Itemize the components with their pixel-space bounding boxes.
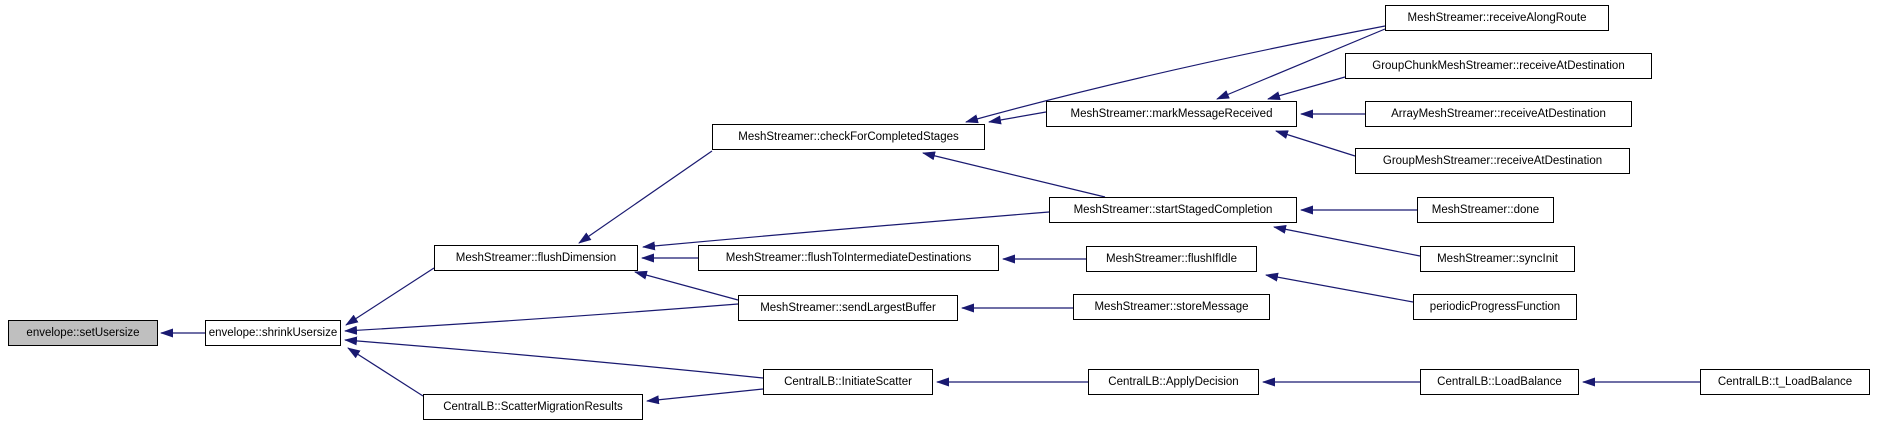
graph-node-syncInit[interactable]: MeshStreamer::syncInit xyxy=(1420,246,1575,272)
edge-scatterMigrationResults-shrinkUsersize xyxy=(347,347,424,397)
edge-startStagedCompletion-flushDimension xyxy=(642,211,1050,251)
edge-receiveAlongRoute-markMessageReceived xyxy=(1216,28,1386,100)
graph-node-flushToIntermediateDest[interactable]: MeshStreamer::flushToIntermediateDestina… xyxy=(698,245,999,271)
graph-node-flushIfIdle[interactable]: MeshStreamer::flushIfIdle xyxy=(1086,246,1257,272)
graph-node-tLoadBalance[interactable]: CentralLB::t_LoadBalance xyxy=(1700,369,1870,395)
graph-node-scatterMigrationResults[interactable]: CentralLB::ScatterMigrationResults xyxy=(423,394,643,420)
graph-node-arrayReceiveAtDest[interactable]: ArrayMeshStreamer::receiveAtDestination xyxy=(1365,101,1632,127)
edge-markMessageReceived-checkForCompletedStages xyxy=(988,111,1047,125)
graph-node-sendLargestBuffer[interactable]: MeshStreamer::sendLargestBuffer xyxy=(738,295,958,321)
edge-flushDimension-shrinkUsersize xyxy=(345,267,435,326)
edge-sendLargestBuffer-shrinkUsersize xyxy=(344,303,739,335)
graph-node-storeMessage[interactable]: MeshStreamer::storeMessage xyxy=(1073,294,1270,320)
edge-initiateScatter-shrinkUsersize xyxy=(344,336,764,379)
edge-receiveAlongRoute-checkForCompletedStages xyxy=(965,25,1386,124)
graph-node-groupChunkReceiveAtDest[interactable]: GroupChunkMeshStreamer::receiveAtDestina… xyxy=(1345,53,1652,79)
edge-sendLargestBuffer-flushDimension xyxy=(634,270,739,301)
edge-startStagedCompletion-checkForCompletedStages xyxy=(922,151,1106,198)
edge-checkForCompletedStages-flushDimension xyxy=(578,150,713,244)
graph-node-checkForCompletedStages[interactable]: MeshStreamer::checkForCompletedStages xyxy=(712,124,985,150)
edge-periodicProgressFunction-flushIfIdle xyxy=(1265,272,1414,303)
edge-groupChunkReceiveAtDest-markMessageReceived xyxy=(1267,76,1346,101)
graph-node-periodicProgressFunction[interactable]: periodicProgressFunction xyxy=(1413,294,1577,320)
graph-node-flushDimension[interactable]: MeshStreamer::flushDimension xyxy=(434,245,638,271)
graph-node-setUsersize: envelope::setUsersize xyxy=(8,320,158,346)
edge-syncInit-startStagedCompletion xyxy=(1273,224,1421,257)
graph-node-groupReceiveAtDest[interactable]: GroupMeshStreamer::receiveAtDestination xyxy=(1355,148,1630,174)
graph-node-applyDecision[interactable]: CentralLB::ApplyDecision xyxy=(1088,369,1259,395)
edge-groupReceiveAtDest-markMessageReceived xyxy=(1275,130,1356,157)
graph-node-shrinkUsersize[interactable]: envelope::shrinkUsersize xyxy=(205,320,341,346)
graph-node-receiveAlongRoute[interactable]: MeshStreamer::receiveAlongRoute xyxy=(1385,5,1609,31)
graph-node-loadBalance[interactable]: CentralLB::LoadBalance xyxy=(1420,369,1579,395)
graph-node-markMessageReceived[interactable]: MeshStreamer::markMessageReceived xyxy=(1046,101,1297,127)
graph-node-done[interactable]: MeshStreamer::done xyxy=(1417,197,1554,223)
graph-node-initiateScatter[interactable]: CentralLB::InitiateScatter xyxy=(763,369,933,395)
graph-node-startStagedCompletion[interactable]: MeshStreamer::startStagedCompletion xyxy=(1049,197,1297,223)
edge-initiateScatter-scatterMigrationResults xyxy=(646,388,764,405)
